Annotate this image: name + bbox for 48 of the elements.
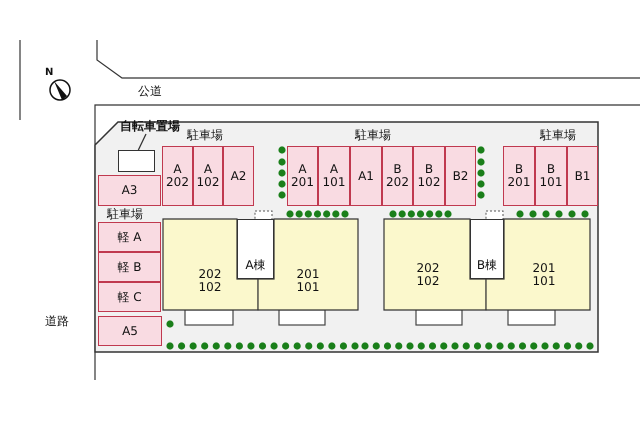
parking-space xyxy=(98,316,162,346)
space-label: A 202 xyxy=(165,163,190,189)
parking-space xyxy=(535,146,567,206)
space-label: A 201 xyxy=(290,163,315,189)
building-label: A棟 xyxy=(245,259,266,272)
bicycle-parking-label: 自転車置場 xyxy=(120,120,180,132)
parking-space xyxy=(98,222,161,252)
space-label: 軽 B xyxy=(117,260,142,274)
space-label: A2 xyxy=(230,170,248,182)
parking-space xyxy=(445,146,476,206)
space-label: B 101 xyxy=(538,163,564,189)
space-label: B1 xyxy=(574,170,592,182)
leader-line xyxy=(138,134,147,150)
space-label: A 102 xyxy=(196,163,220,189)
space-label: B 201 xyxy=(506,163,532,189)
area-label: 駐車場 xyxy=(540,128,576,142)
space-label: B 202 xyxy=(385,163,410,189)
parking-space xyxy=(162,146,193,206)
parking-space xyxy=(382,146,413,206)
parking-space xyxy=(413,146,445,206)
parking-space xyxy=(287,146,318,206)
parking-space xyxy=(503,146,535,206)
parking-space xyxy=(567,146,598,206)
space-label: B 102 xyxy=(416,163,442,189)
area-label: 駐車場 xyxy=(355,128,391,142)
space-label: A3 xyxy=(122,184,138,197)
unit-numbers: 201 101 xyxy=(532,262,556,288)
road-name: 公道 xyxy=(138,84,162,98)
unit-numbers: 201 101 xyxy=(296,268,320,294)
unit-numbers: 202 102 xyxy=(198,268,222,294)
space-label: A1 xyxy=(357,170,375,182)
bicycle-shed xyxy=(118,150,155,172)
parking-space xyxy=(98,282,161,312)
area-label: 駐車場 xyxy=(107,207,143,221)
parking-space xyxy=(350,146,382,206)
parking-space xyxy=(223,146,254,206)
space-label: A5 xyxy=(122,324,138,338)
parking-space xyxy=(98,252,161,282)
road-name: 道路 xyxy=(45,314,69,328)
north-letter: N xyxy=(45,66,54,80)
space-label: 軽 C xyxy=(117,290,142,304)
parking-space xyxy=(98,175,161,206)
space-label: 軽 A xyxy=(117,230,142,244)
area-label: 駐車場 xyxy=(187,128,223,142)
space-label: B2 xyxy=(452,170,470,182)
parking-space xyxy=(318,146,350,206)
space-label: A 101 xyxy=(322,163,346,189)
parking-space xyxy=(193,146,223,206)
